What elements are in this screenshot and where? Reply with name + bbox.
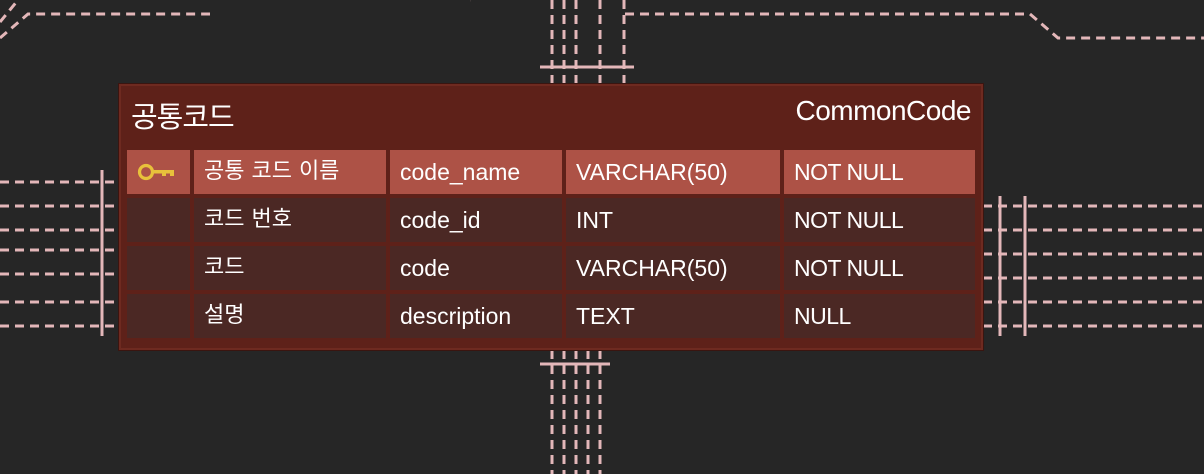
column-row[interactable]: 설명 description TEXT NULL (127, 294, 975, 338)
column-row[interactable]: 코드 번호 code_id INT NOT NULL (127, 198, 975, 242)
key-cell (127, 198, 190, 242)
key-cell (127, 246, 190, 290)
entity-logical-name: 공통코드 (131, 100, 235, 134)
column-data-type: VARCHAR(50) (566, 150, 780, 194)
column-data-type: INT (566, 198, 780, 242)
column-data-type: TEXT (566, 294, 780, 338)
column-row[interactable]: 공통 코드 이름 code_name VARCHAR(50) NOT NULL (127, 150, 975, 194)
column-nullability: NOT NULL (784, 198, 975, 242)
column-nullability: NOT NULL (784, 150, 975, 194)
entity-physical-name: CommonCode (795, 95, 971, 126)
column-logical-name: 코드 번호 (194, 198, 386, 242)
column-data-type: VARCHAR(50) (566, 246, 780, 290)
column-physical-name: description (390, 294, 562, 338)
column-row[interactable]: 코드 code VARCHAR(50) NOT NULL (127, 246, 975, 290)
key-cell (127, 150, 190, 194)
column-list: 공통 코드 이름 code_name VARCHAR(50) NOT NULL … (127, 150, 975, 342)
column-logical-name: 공통 코드 이름 (194, 150, 386, 194)
column-nullability: NOT NULL (784, 246, 975, 290)
column-nullability: NULL (784, 294, 975, 338)
column-logical-name: 코드 (194, 246, 386, 290)
column-logical-name: 설명 (194, 294, 386, 338)
key-icon (137, 163, 174, 181)
entity-table-commoncode[interactable]: 공통코드 CommonCode 공통 코드 이름 code_name VARCH… (119, 84, 983, 350)
column-physical-name: code_id (390, 198, 562, 242)
connector-cardinality-marks (100, 65, 1027, 366)
entity-header: 공통코드 CommonCode (121, 86, 981, 140)
column-physical-name: code_name (390, 150, 562, 194)
key-cell (127, 294, 190, 338)
column-physical-name: code (390, 246, 562, 290)
